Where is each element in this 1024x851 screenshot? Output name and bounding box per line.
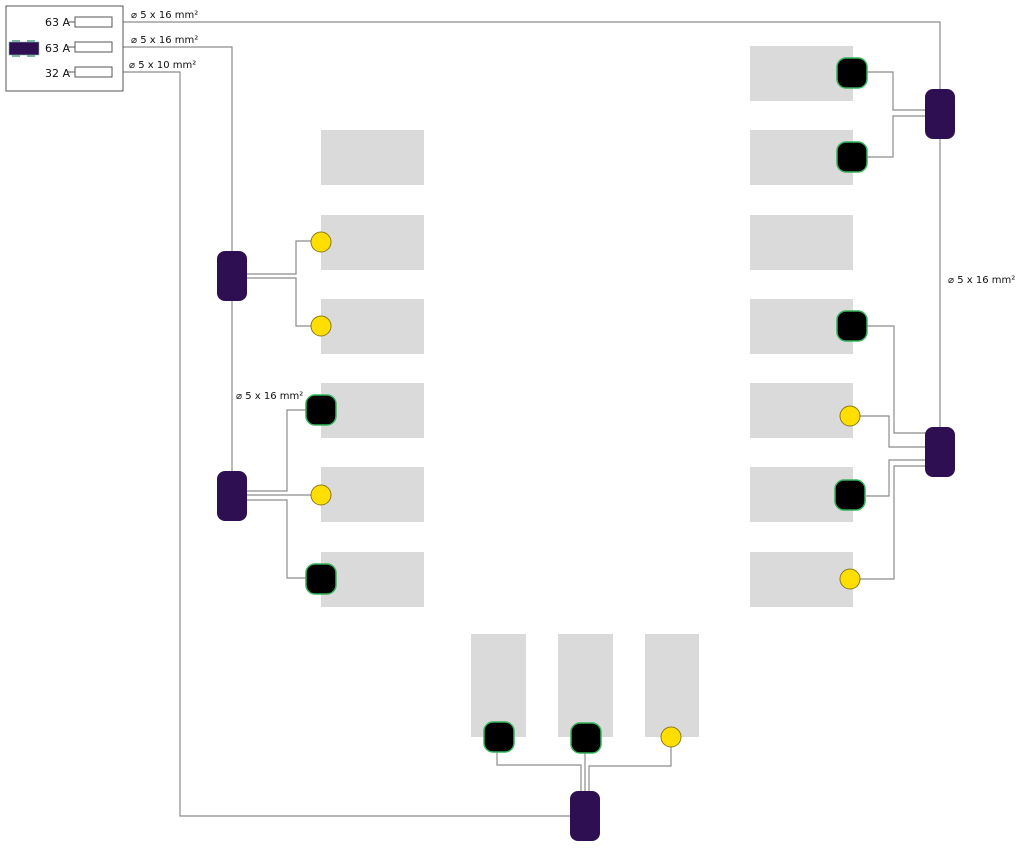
- wire-R5: [860, 415, 926, 448]
- wire-L3: [246, 277, 312, 327]
- socket-yellow-R5: [839, 405, 861, 427]
- distributor-bottom: [570, 791, 600, 841]
- table-L4: [321, 383, 424, 438]
- wire-R7: [860, 465, 926, 580]
- distributor-right-top: [925, 89, 955, 139]
- socket-yellow-R7: [839, 568, 861, 590]
- fuse-3-icon: [74, 66, 113, 78]
- table-L6: [321, 552, 424, 607]
- table-L5: [321, 467, 424, 522]
- wire-R4: [866, 325, 926, 434]
- wire-L2: [246, 240, 312, 275]
- distributor-left-top: [217, 251, 247, 301]
- distributors: [217, 89, 955, 841]
- socket-black-B1: [483, 721, 515, 753]
- socket-black-R6: [834, 479, 866, 511]
- table-R7: [750, 552, 853, 607]
- cable-label-left-branch: ⌀ 5 x 16 mm²: [236, 391, 303, 402]
- wire-B1: [496, 750, 582, 791]
- wire-feed-left: [112, 46, 233, 251]
- fuse-2-icon: [74, 41, 113, 53]
- wire-feed-right: [112, 21, 941, 90]
- cable-label-fuse-2: ⌀ 5 x 16 mm²: [131, 35, 198, 46]
- cable-label-right-branch: ⌀ 5 x 16 mm²: [948, 275, 1015, 286]
- socket-black-R4: [836, 310, 868, 342]
- socket-black-L4: [305, 394, 337, 426]
- cable-label-fuse-1: ⌀ 5 x 16 mm²: [131, 10, 198, 21]
- socket-black-R2: [836, 141, 868, 173]
- table-R2: [750, 130, 853, 185]
- table-R1: [750, 46, 853, 101]
- table-B2: [558, 634, 613, 737]
- fuse-1-label: 63 A: [45, 16, 70, 29]
- panel-distributor-icon: [8, 40, 40, 57]
- table-L1: [321, 130, 424, 185]
- socket-yellow-L3: [310, 315, 332, 337]
- table-B1: [471, 634, 526, 737]
- table-R4: [750, 299, 853, 354]
- wire-R2: [866, 115, 926, 158]
- socket-yellow-L5: [310, 484, 332, 506]
- wire-R6: [866, 459, 926, 497]
- wire-L4: [246, 409, 306, 492]
- distributor-right-bottom: [925, 427, 955, 477]
- wire-L6: [246, 499, 306, 579]
- fuse-2-label: 63 A: [45, 42, 70, 55]
- fuse-3-label: 32 A: [45, 67, 70, 80]
- fuse-1-icon: [74, 16, 113, 28]
- table-L2: [321, 215, 424, 270]
- tables: [321, 46, 853, 737]
- sockets: [305, 57, 868, 754]
- main-panel: 63 A 63 A 32 A: [5, 5, 124, 92]
- socket-yellow-B3: [660, 726, 682, 748]
- table-R5: [750, 383, 853, 438]
- cable-label-fuse-3: ⌀ 5 x 10 mm²: [129, 60, 196, 71]
- socket-yellow-L2: [310, 231, 332, 253]
- table-B3: [645, 634, 699, 737]
- wire-feed-bottom: [112, 71, 570, 817]
- wire-R1: [866, 71, 926, 111]
- socket-black-B2: [570, 722, 602, 754]
- wires: [112, 21, 941, 817]
- distributor-left-bottom: [217, 471, 247, 521]
- table-L3: [321, 299, 424, 354]
- wire-B3: [588, 746, 672, 791]
- socket-black-R1: [836, 57, 868, 89]
- socket-black-L6: [305, 563, 337, 595]
- table-R3: [750, 215, 853, 270]
